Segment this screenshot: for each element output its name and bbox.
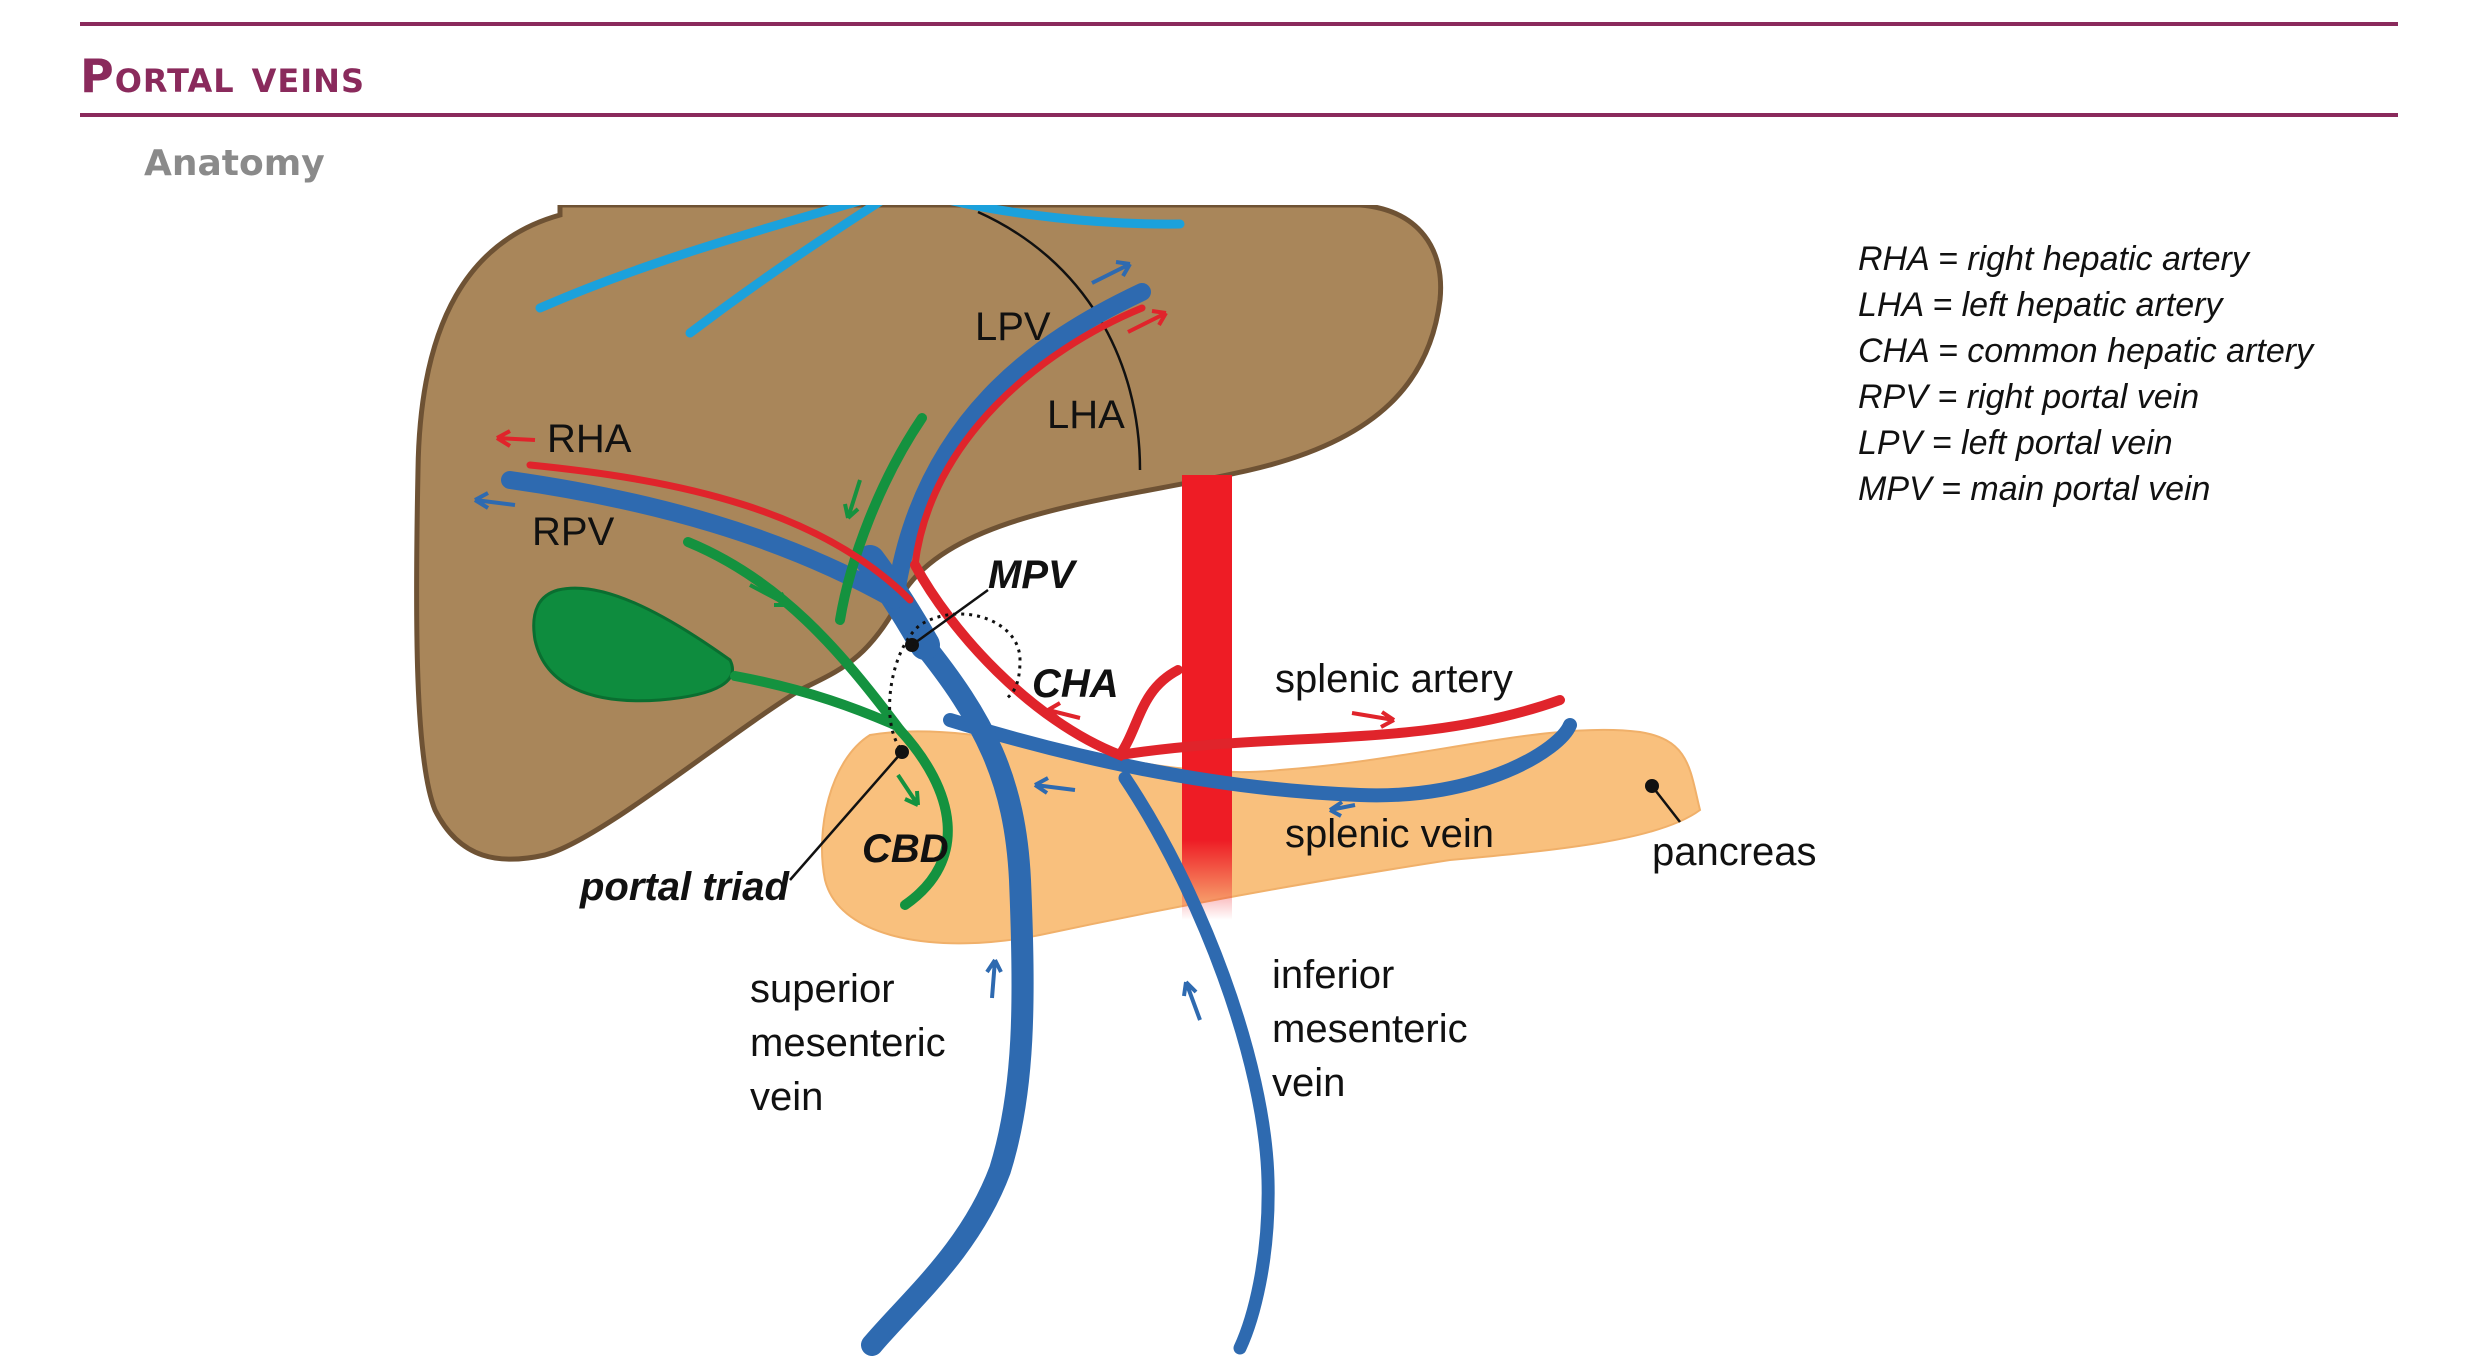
label-smv-2: mesenteric — [750, 1021, 946, 1065]
arrow-splenic-vein — [1328, 800, 1356, 818]
superior-mesenteric-vein — [861, 629, 1034, 1356]
aorta — [1182, 475, 1232, 920]
gallbladder — [532, 586, 734, 703]
label-cbd: CBD — [862, 827, 949, 871]
label-imv-2: mesenteric — [1272, 1007, 1468, 1051]
arrow-rha — [495, 429, 536, 448]
flow-arrows — [473, 260, 1396, 1021]
label-portal-triad: portal triad — [579, 865, 790, 909]
legend-item-rpv: RPV = right portal vein — [1858, 378, 2200, 416]
arrow-left-duct — [843, 479, 862, 520]
legend-item-cha: CHA = common hepatic artery — [1858, 332, 2314, 370]
label-imv-1: inferior — [1272, 953, 1394, 997]
right-hepatic-duct — [683, 537, 905, 735]
label-imv-3: vein — [1272, 1061, 1345, 1105]
label-lha: LHA — [1047, 393, 1125, 437]
page-title: Portal veins — [80, 49, 365, 103]
title-underline — [80, 113, 2398, 117]
abbreviation-legend: RHA = right hepatic artery LHA = left he… — [1858, 236, 2313, 512]
left-hepatic-artery — [911, 304, 1146, 569]
legend-item-rha: RHA = right hepatic artery — [1858, 240, 2249, 278]
label-smv-3: vein — [750, 1075, 823, 1119]
label-mpv: MPV — [988, 553, 1078, 597]
label-rpv: RPV — [532, 510, 615, 554]
arrow-lha — [1127, 309, 1168, 334]
right-hepatic-artery — [526, 461, 914, 604]
label-cha: CHA — [1032, 662, 1119, 706]
pancreas-leader — [1651, 785, 1681, 823]
left-hepatic-duct — [835, 413, 927, 625]
pancreas — [821, 728, 1702, 945]
arrow-smv — [985, 958, 1003, 999]
hepatic-vein-1 — [535, 205, 862, 313]
left-portal-vein — [886, 283, 1151, 609]
top-rule — [80, 22, 2398, 26]
arrow-splenic-vein-2 — [1033, 776, 1076, 795]
hepatic-vein-2 — [685, 205, 883, 338]
inferior-mesenteric-vein — [1118, 771, 1275, 1355]
section-subtitle: Anatomy — [144, 143, 325, 184]
legend-item-lpv: LPV = left portal vein — [1858, 424, 2173, 462]
arrow-right-duct — [749, 583, 790, 607]
label-splenic-vein: splenic vein — [1285, 812, 1494, 856]
arrow-cbd — [896, 773, 920, 807]
legend-item-lha: LHA = left hepatic artery — [1858, 286, 2223, 324]
arrow-cha — [1046, 701, 1081, 720]
label-smv-1: superior — [750, 967, 895, 1011]
cystic-duct — [730, 671, 900, 730]
legend-item-mpv: MPV = main portal vein — [1858, 470, 2211, 508]
arrow-splenic-artery — [1351, 710, 1396, 729]
common-bile-duct — [895, 725, 953, 910]
label-lpv: LPV — [975, 305, 1051, 349]
label-splenic-artery: splenic artery — [1275, 657, 1513, 701]
mpv-leader — [911, 588, 989, 647]
portal-triad-leader — [789, 751, 903, 881]
hepatic-vein-3 — [950, 205, 1185, 229]
label-pancreas: pancreas — [1652, 830, 1817, 874]
label-rha: RHA — [547, 417, 632, 461]
arrow-imv — [1182, 980, 1202, 1021]
arrow-lpv — [1091, 260, 1132, 285]
arrow-rpv — [473, 491, 516, 510]
splenic-vein — [943, 713, 1577, 803]
splenic-artery — [1115, 695, 1565, 760]
